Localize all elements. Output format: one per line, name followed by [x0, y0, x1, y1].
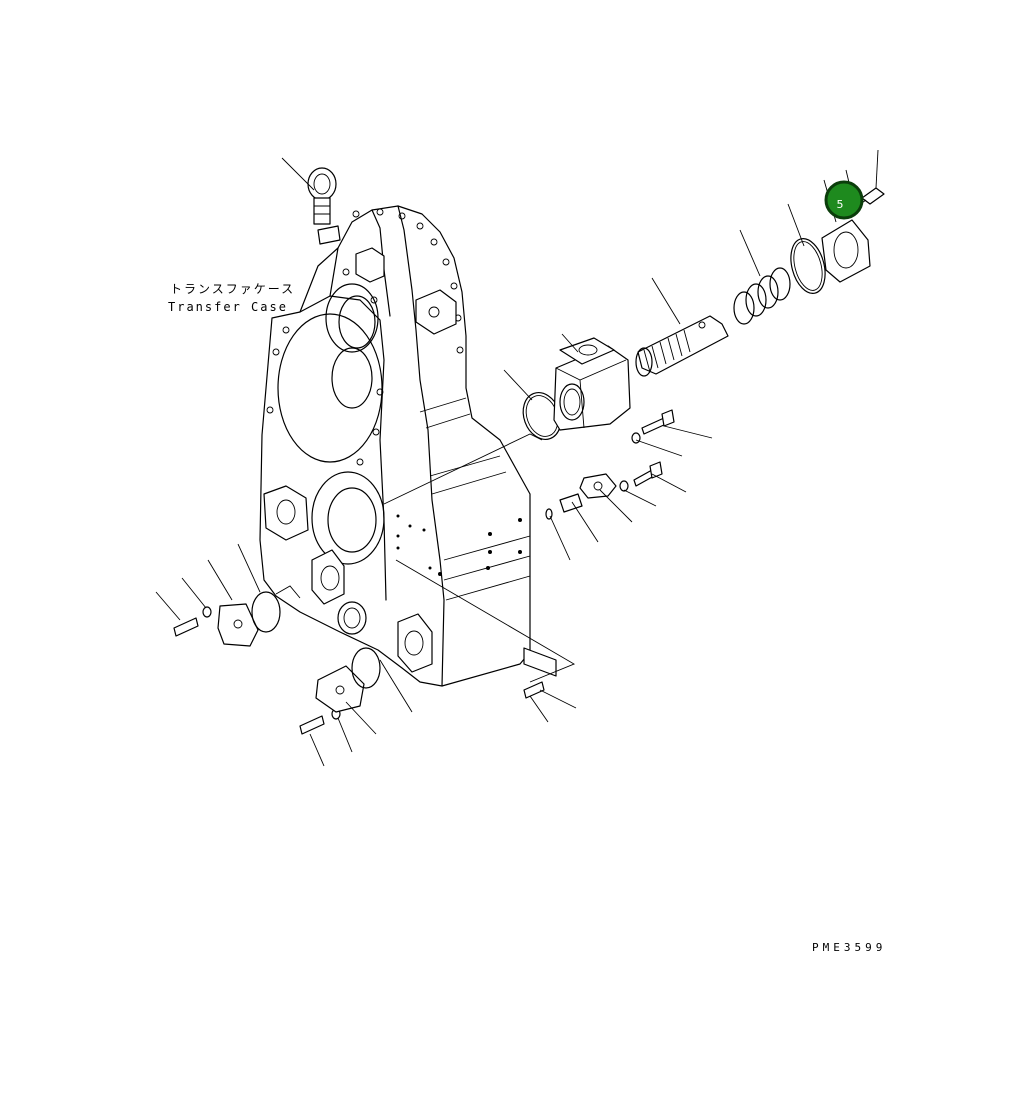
transfer-case-housing: [259, 167, 531, 687]
label-english: Transfer Case: [168, 300, 288, 314]
label-japanese: トランスファケース: [170, 282, 295, 296]
flange-bolt-holes: [266, 208, 464, 466]
flange-pipe-assembly: [522, 187, 885, 440]
lifting-eye-bolt: [307, 167, 341, 245]
drawing-code: PME3599: [812, 941, 886, 954]
callout-5[interactable]: 5: [824, 180, 864, 220]
fastener-parts: [173, 409, 675, 735]
callout-5-marker[interactable]: [824, 180, 864, 220]
leader-lines: [155, 149, 879, 767]
callout-5-number[interactable]: 5: [837, 198, 844, 211]
